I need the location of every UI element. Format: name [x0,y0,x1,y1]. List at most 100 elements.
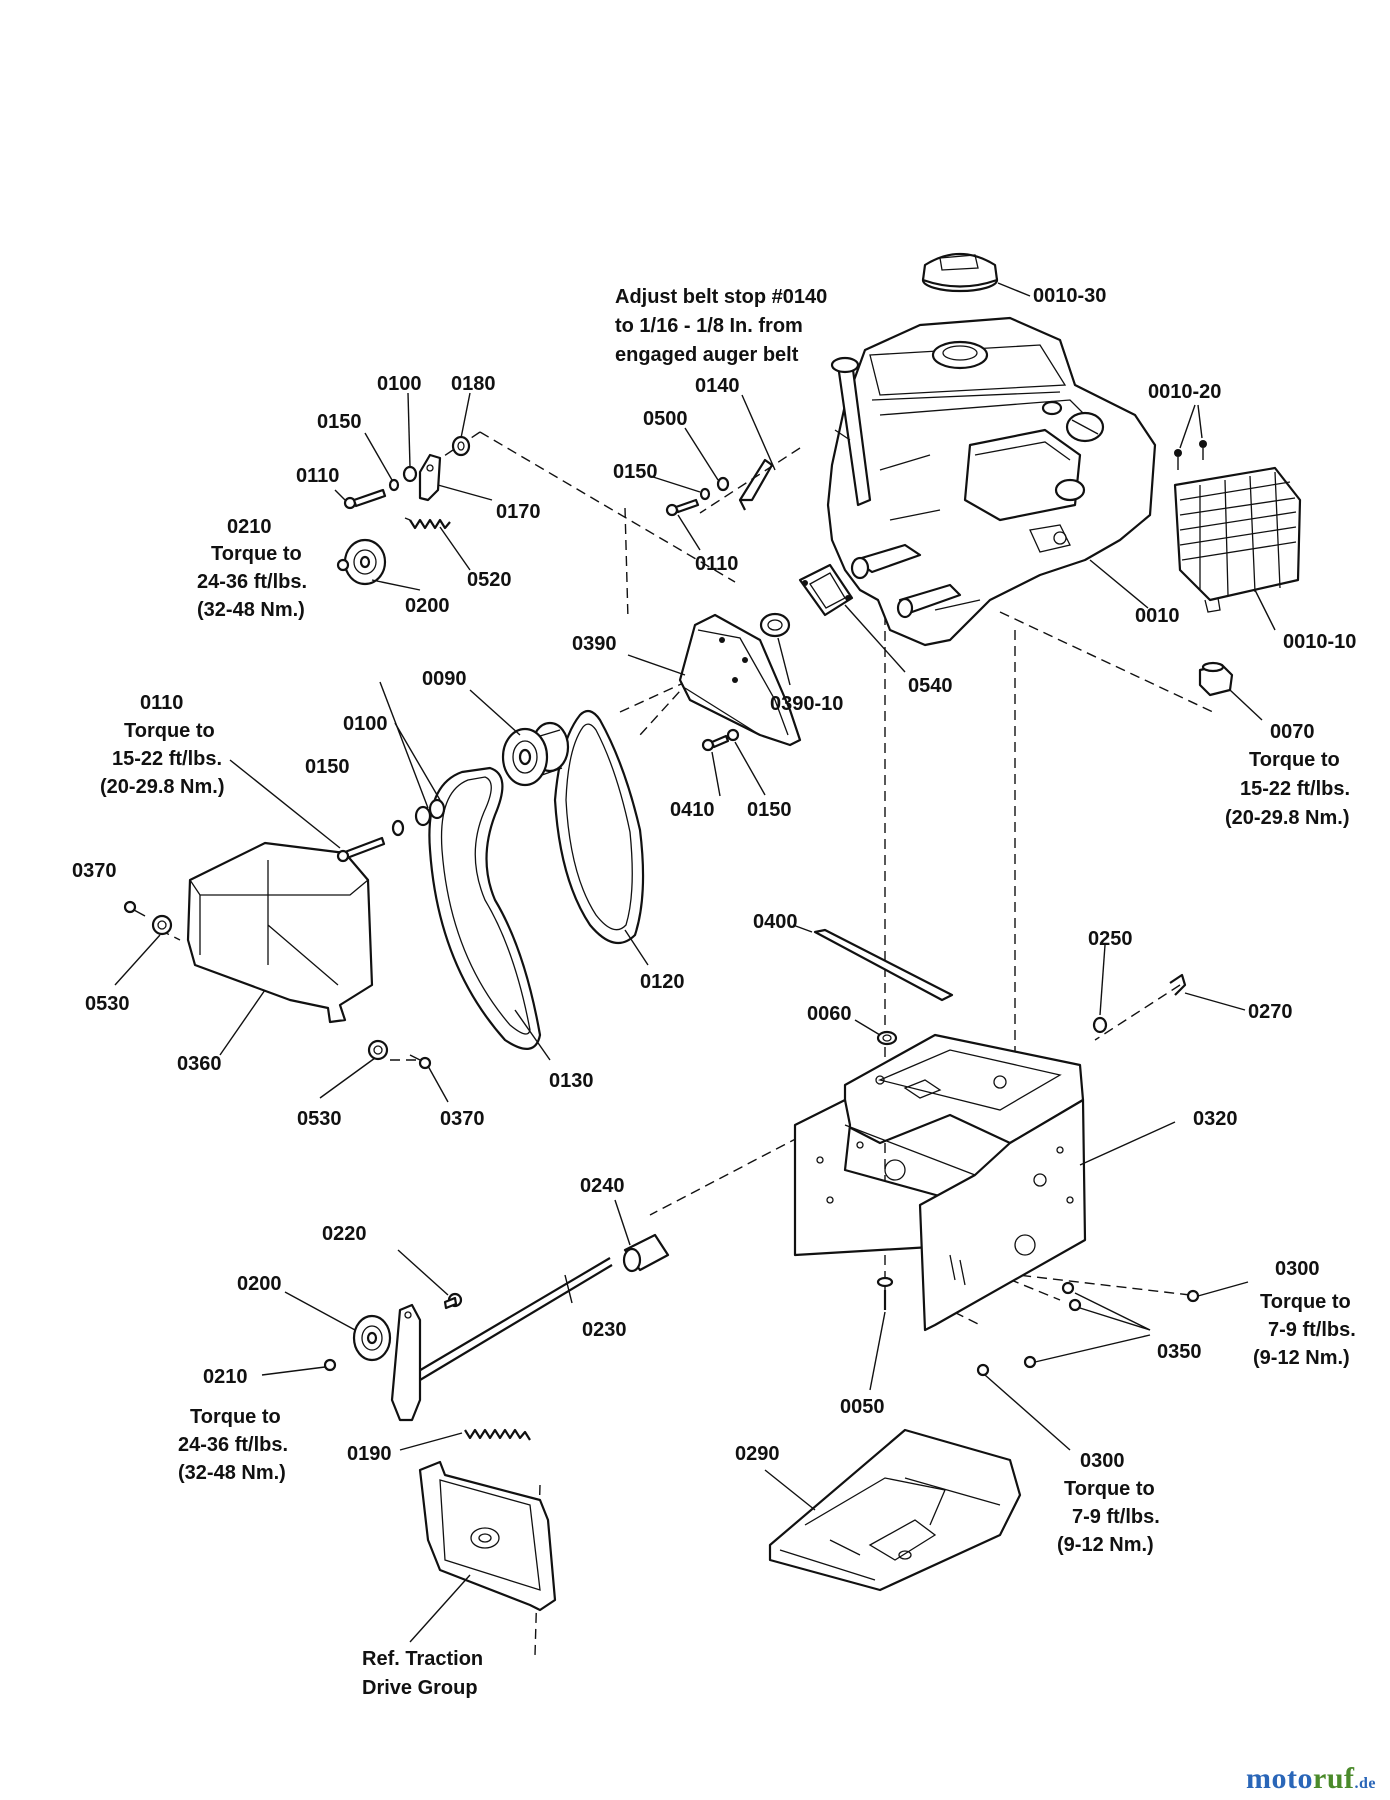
torque-0110-left-3: (20-29.8 Nm.) [100,776,225,798]
torque-0110-left-2: 15-22 ft/lbs. [112,748,222,770]
washer-0150-right [726,728,740,742]
label-0100-left: 0100 [343,713,388,735]
bolts-0350 [1023,1281,1082,1369]
screw-0370-bottom [409,1054,432,1070]
label-0240: 0240 [580,1175,625,1197]
torque-0300-right-3: (9-12 Nm.) [1253,1347,1350,1369]
washer-0100-top [402,465,418,483]
torque-0300-bottom-3: (9-12 Nm.) [1057,1534,1154,1556]
nut-0210-top [336,558,350,572]
part-labels: Adjust belt stop #0140 to 1/16 - 1/8 In.… [72,285,1356,1699]
idler-bracket-0170 [418,453,442,502]
washer-0500 [716,476,730,492]
bolt-0300-right [1186,1289,1200,1303]
torque-0300-right-2: 7-9 ft/lbs. [1268,1319,1356,1341]
label-0150-right: 0150 [747,799,792,821]
label-0150-mid: 0150 [613,461,658,483]
label-0130: 0130 [549,1070,594,1092]
belt-0120 [553,709,645,945]
label-0410: 0410 [670,799,715,821]
traction-drive-plate [418,1460,557,1612]
label-0190: 0190 [347,1443,392,1465]
torque-0210-bottom-2: 24-36 ft/lbs. [178,1434,288,1456]
idler-arm-bottom [390,1303,422,1422]
bolt-0110-left [336,836,386,863]
label-0250: 0250 [1088,928,1133,950]
frame-0320 [793,1033,1087,1332]
label-0390: 0390 [572,633,617,655]
bolt-0110-top [343,488,387,510]
torque-0110-left-1: Torque to [124,720,215,742]
torque-0210-top-2: 24-36 ft/lbs. [197,571,307,593]
label-0090: 0090 [422,668,467,690]
label-0500: 0500 [643,408,688,430]
torque-0300-right-1: Torque to [1260,1291,1351,1313]
label-0180: 0180 [451,373,496,395]
label-0210-bottom: 0210 [203,1366,248,1388]
note-line-3: engaged auger belt [615,344,799,366]
label-0230: 0230 [582,1319,627,1341]
alignment-dashed-lines [159,431,1216,1656]
leader-lines [114,282,1276,1643]
bolt-0050 [876,1276,894,1310]
label-0110-left: 0110 [140,692,183,714]
belt-guide-0390 [678,613,802,747]
roller-0240 [622,1233,670,1273]
spring-0520 [404,517,451,530]
label-0520: 0520 [467,569,512,591]
bolt-0410 [701,734,730,752]
torque-0210-top-1: Torque to [211,543,302,565]
label-0010-20: 0010-20 [1148,381,1221,403]
label-0140: 0140 [695,375,740,397]
label-0150-top: 0150 [317,411,362,433]
muffler-guard [1173,466,1302,613]
torque-0210-bottom-1: Torque to [190,1406,281,1428]
bolt-0110-mid [665,498,700,517]
label-0060: 0060 [807,1003,852,1025]
label-0370-top: 0370 [72,860,117,882]
bolt-0220 [443,1292,463,1310]
torque-0300-bottom-1: Torque to [1064,1478,1155,1500]
belt-cover [186,841,374,1024]
oil-cap [921,253,999,293]
label-0300-right: 0300 [1275,1258,1320,1280]
watermark-part1: moto [1246,1762,1313,1795]
label-0540: 0540 [908,675,953,697]
engine [826,316,1157,647]
label-0220: 0220 [322,1223,367,1245]
label-0370-bottom: 0370 [440,1108,485,1130]
washer-0150-top [388,478,400,492]
label-0320: 0320 [1193,1108,1238,1130]
note-line-2: to 1/16 - 1/8 In. from [615,315,803,337]
watermark-part2: ruf [1313,1762,1355,1795]
label-0290: 0290 [735,1443,780,1465]
label-0210-top: 0210 [227,516,272,538]
label-0100-top: 0100 [377,373,422,395]
screws-0010-20 [1174,440,1207,470]
label-0300-bottom: 0300 [1080,1450,1125,1472]
torque-0300-bottom-2: 7-9 ft/lbs. [1072,1506,1160,1528]
torque-0070-1: Torque to [1249,749,1340,771]
bolt-0300-bottom [976,1363,990,1377]
watermark-tld: .de [1354,1775,1376,1792]
nut-0070 [1198,661,1234,697]
label-0200-bottom: 0200 [237,1273,282,1295]
pulley-0200-top [343,538,387,586]
washers-0100-left [391,798,446,837]
label-0200-top: 0200 [405,595,450,617]
washer-0530-bottom [367,1039,389,1061]
pulley-0090 [501,721,570,787]
note-line-1: Adjust belt stop #0140 [615,286,827,308]
watermark-logo: motoruf.de [1246,1762,1376,1796]
torque-0210-top-3: (32-48 Nm.) [197,599,305,621]
washer-0060 [876,1030,898,1046]
label-0050: 0050 [840,1396,885,1418]
belt-stop-0140 [738,458,774,511]
torque-0070-3: (20-29.8 Nm.) [1225,807,1350,829]
hairpin-0270 [1169,973,1187,996]
label-0530-bottom: 0530 [297,1108,342,1130]
washer-0150-mid [699,487,711,501]
label-0070: 0070 [1270,721,1315,743]
label-0110-mid: 0110 [695,553,738,575]
